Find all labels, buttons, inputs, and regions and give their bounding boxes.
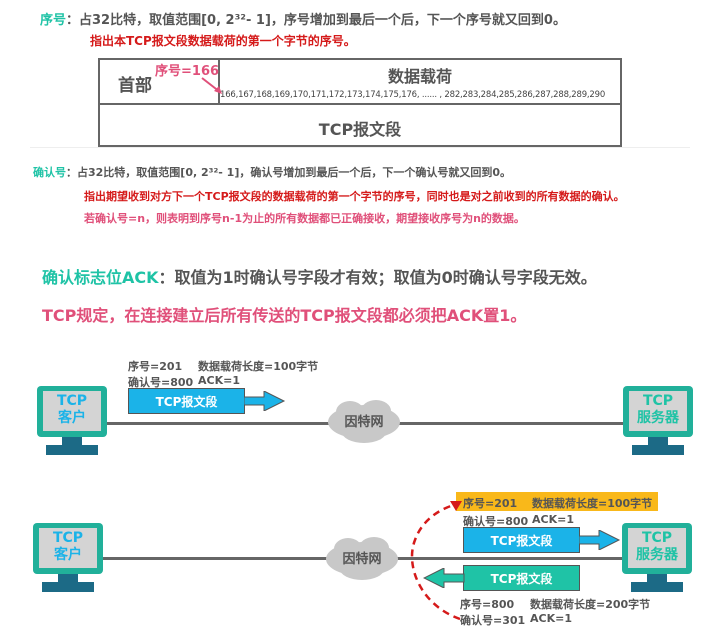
cloud-icon — [326, 537, 398, 580]
client-label-1: TCP — [52, 530, 84, 546]
highlight-box — [456, 492, 658, 511]
tcp-segment-in: TCP报文段 — [463, 565, 580, 591]
ack-flag-value: ACK=1 — [532, 513, 574, 526]
seq-value: 序号=800 — [460, 598, 515, 611]
ack-flag-value: ACK=1 — [198, 374, 240, 387]
arrow-right-icon — [244, 391, 286, 411]
seq-label: 序号 — [40, 13, 67, 28]
ack-note1: 指出期望收到对方下一个TCP报文段的数据载荷的第一个字节的序号，同时也是对之前收… — [84, 190, 625, 203]
ack-text: ：占32比特，取值范围[0, 2³²- 1]，确认号增加到最后一个后，下一个确认… — [66, 166, 512, 179]
divider — [30, 147, 690, 148]
ack-label: 确认号 — [33, 166, 66, 179]
server-label-1: TCP — [641, 530, 673, 546]
internet-label: 因特网 — [342, 552, 382, 567]
ack-flag-label: 确认标志位ACK — [42, 268, 159, 287]
server-label-2: 服务器 — [636, 547, 678, 563]
arrow-left-icon — [423, 568, 465, 588]
arrow-right-icon — [579, 530, 621, 550]
cloud-icon — [328, 400, 400, 443]
seq-text: ：占32比特，取值范围[0, 2³²- 1]，序号增加到最后一个后，下一个序号就… — [66, 13, 566, 28]
payload-length: 数据载荷长度=100字节 — [198, 360, 319, 373]
ack-flag-value: ACK=1 — [530, 612, 572, 625]
tcp-segment-out: TCP报文段 — [128, 388, 245, 414]
ack-value: 确认号=800 — [463, 515, 529, 528]
ack-value: 确认号=301 — [460, 614, 526, 627]
pointer-arrow-icon — [201, 77, 222, 94]
seq-tag: 序号=166 — [155, 64, 220, 79]
dashed-curve-arrow-icon — [410, 501, 462, 621]
segment-label: TCP报文段 — [318, 120, 402, 139]
server-label-2: 服务器 — [637, 410, 679, 426]
client-label-2: 客户 — [54, 547, 82, 563]
payload-length: 数据载荷长度=200字节 — [530, 598, 651, 611]
seq-note: 指出本TCP报文段数据载荷的第一个字节的序号。 — [90, 34, 356, 48]
ack-note2: 若确认号=n，则表明到序号n-1为止的所有数据都已正确接收，期望接收序号为n的数… — [84, 212, 525, 225]
internet-label: 因特网 — [344, 415, 384, 430]
server-label-1: TCP — [642, 393, 674, 409]
byte-numbers: 166,167,168,169,170,171,172,173,174,175,… — [220, 90, 606, 100]
seq-definition: 序号：占32比特，取值范围[0, 2³²- 1]，序号增加到最后一个后，下一个序… — [40, 9, 566, 28]
payload-length: 数据载荷长度=100字节 — [532, 497, 653, 510]
payload-label: 数据载荷 — [387, 67, 452, 86]
client-label-2: 客户 — [58, 410, 86, 426]
client-label-1: TCP — [56, 393, 88, 409]
seq-value: 序号=201 — [128, 360, 183, 373]
ack-flag-text: ：取值为1时确认号字段才有效；取值为0时确认号字段无效。 — [158, 268, 597, 287]
ack-value: 确认号=800 — [128, 376, 194, 389]
header-label: 首部 — [118, 76, 152, 96]
seq-value: 序号=201 — [463, 497, 518, 510]
ack-definition: 确认号：占32比特，取值范围[0, 2³²- 1]，确认号增加到最后一个后，下一… — [33, 164, 511, 180]
ack-flag-definition: 确认标志位ACK：取值为1时确认号字段才有效；取值为0时确认号字段无效。 — [42, 264, 597, 288]
ack-rule: TCP规定，在连接建立后所有传送的TCP报文段都必须把ACK置1。 — [42, 306, 527, 325]
tcp-segment-out: TCP报文段 — [463, 527, 580, 553]
